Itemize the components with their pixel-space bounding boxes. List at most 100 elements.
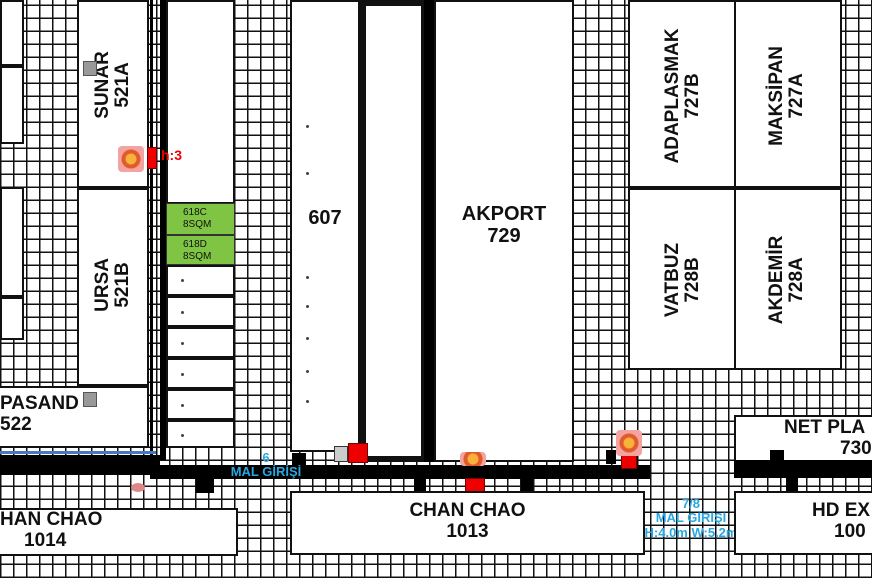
booth-left-top[interactable] bbox=[0, 0, 24, 66]
booth-618d[interactable]: 618D 8SQM bbox=[166, 235, 235, 265]
booth-column[interactable] bbox=[166, 0, 235, 204]
small-booth[interactable] bbox=[166, 265, 235, 296]
wall bbox=[786, 478, 798, 492]
marker-dot bbox=[306, 125, 309, 128]
booth-100-label: HD EX 100 bbox=[812, 500, 871, 543]
fire-hydrant-icon bbox=[118, 146, 144, 172]
booth-729-label: AKPORT 729 bbox=[434, 203, 574, 247]
booth-618c-size: 8SQM bbox=[183, 218, 212, 230]
drain-icon bbox=[131, 483, 145, 492]
marker-dot bbox=[306, 370, 309, 373]
entrance-6-label: MAL GİRİŞİ bbox=[230, 464, 302, 480]
booth-left-3[interactable] bbox=[0, 297, 24, 340]
small-booth[interactable] bbox=[166, 327, 235, 358]
marker-dot bbox=[181, 404, 184, 407]
entrance-7-8: 7/8 MAL GİRİŞİ H:4.0m W:5.2m bbox=[626, 496, 756, 540]
booth-1013-label: CHAN CHAO 1013 bbox=[290, 500, 645, 543]
hazard-marker bbox=[147, 147, 157, 169]
booth-521a-number: 521A bbox=[112, 62, 133, 108]
entrance-7-8-number: 7/8 bbox=[681, 496, 701, 511]
booth-607-label: 607 bbox=[308, 207, 342, 229]
booth-729-number: 729 bbox=[487, 225, 521, 247]
booth-618d-number: 618D bbox=[183, 239, 207, 250]
wall bbox=[150, 465, 650, 479]
booth-727a-number: 727A bbox=[786, 73, 807, 119]
booth-727b-label: ADAPLASMAK 727B bbox=[662, 16, 703, 176]
entrance-7-8-label: MAL GİRİŞİ bbox=[655, 510, 727, 526]
hazard-marker bbox=[348, 443, 368, 463]
entrance-7-8-dimensions: H:4.0m W:5.2m bbox=[644, 524, 738, 540]
booth-521b-number: 521B bbox=[112, 262, 133, 308]
marker-dot bbox=[181, 434, 184, 437]
small-booth[interactable] bbox=[166, 358, 235, 389]
booth-728a[interactable] bbox=[734, 188, 842, 370]
wall bbox=[521, 478, 533, 492]
booth-728b[interactable] bbox=[628, 188, 736, 370]
booth-730-number: 730 bbox=[840, 437, 872, 459]
booth-521b-name: URSA bbox=[92, 258, 114, 312]
booth-522[interactable] bbox=[0, 386, 149, 448]
entrance-6: 6 MAL GİRİŞİ bbox=[216, 450, 316, 480]
booth-727b[interactable] bbox=[628, 0, 736, 188]
booth-727b-name: ADAPLASMAK bbox=[662, 28, 684, 164]
booth-727a-name: MAKSİPAN bbox=[766, 45, 788, 146]
wall bbox=[196, 475, 214, 493]
marker-dot bbox=[181, 342, 184, 345]
wall bbox=[414, 478, 426, 492]
booth-100-number: 100 bbox=[834, 520, 866, 542]
booth-728b-name: VATBUZ bbox=[662, 242, 684, 318]
booth-521b-label: URSA 521B bbox=[92, 235, 133, 335]
wall bbox=[160, 0, 166, 460]
sign-icon bbox=[334, 446, 348, 462]
hazard-marker bbox=[621, 455, 637, 469]
small-booth[interactable] bbox=[166, 389, 235, 420]
booth-728a-name: AKDEMİR bbox=[766, 235, 788, 325]
booth-728b-label: VATBUZ 728B bbox=[662, 200, 703, 360]
marker-dot bbox=[181, 279, 184, 282]
booth-730[interactable] bbox=[734, 415, 872, 465]
wall bbox=[0, 455, 160, 475]
marker-dot bbox=[306, 337, 309, 340]
small-booth[interactable] bbox=[166, 420, 235, 448]
booth-618d-size: 8SQM bbox=[183, 250, 212, 262]
marker-dot bbox=[306, 276, 309, 279]
booth-1014[interactable] bbox=[0, 508, 238, 556]
marker-dot bbox=[181, 373, 184, 376]
booth-100[interactable] bbox=[734, 491, 872, 555]
booth-729[interactable] bbox=[434, 0, 574, 462]
booth-100-name: HD EX bbox=[812, 500, 871, 521]
booth-1013-number: 1013 bbox=[446, 520, 489, 542]
booth-618c[interactable]: 618C 8SQM bbox=[166, 203, 235, 235]
wall bbox=[0, 451, 156, 454]
booth-1014-number: 1014 bbox=[24, 529, 67, 551]
booth-728a-number: 728A bbox=[786, 257, 807, 303]
fire-hydrant-icon bbox=[460, 452, 486, 466]
wall bbox=[292, 453, 306, 479]
booth-1013[interactable] bbox=[290, 491, 645, 555]
wall bbox=[424, 0, 434, 462]
hydrant-height-label: h:3 bbox=[161, 147, 182, 163]
aisle-column bbox=[360, 0, 427, 462]
wall bbox=[606, 450, 616, 464]
booth-730-name: NET PLA bbox=[784, 417, 866, 438]
booth-521b[interactable] bbox=[77, 188, 149, 386]
wall bbox=[770, 450, 784, 464]
booth-left-2[interactable] bbox=[0, 187, 24, 297]
booth-left-mid[interactable] bbox=[0, 66, 24, 144]
booth-607[interactable] bbox=[290, 0, 360, 452]
wall bbox=[150, 0, 153, 460]
booth-1014-name: HAN CHAO bbox=[0, 509, 103, 530]
booth-618c-number: 618C bbox=[183, 207, 207, 218]
entrance-6-number: 6 bbox=[262, 450, 270, 465]
booth-1013-name: CHAN CHAO bbox=[409, 500, 526, 521]
pillar-icon bbox=[83, 61, 97, 76]
small-booth[interactable] bbox=[166, 296, 235, 327]
booth-728a-label: AKDEMİR 728A bbox=[766, 200, 807, 360]
booth-522-name: PASAND bbox=[0, 393, 79, 414]
booth-728b-number: 728B bbox=[682, 257, 703, 303]
booth-727a[interactable] bbox=[734, 0, 842, 188]
booth-522-number: 522 bbox=[0, 413, 32, 435]
wall bbox=[734, 460, 872, 478]
booth-727b-number: 727B bbox=[682, 73, 703, 119]
fire-hydrant-icon bbox=[616, 430, 642, 456]
